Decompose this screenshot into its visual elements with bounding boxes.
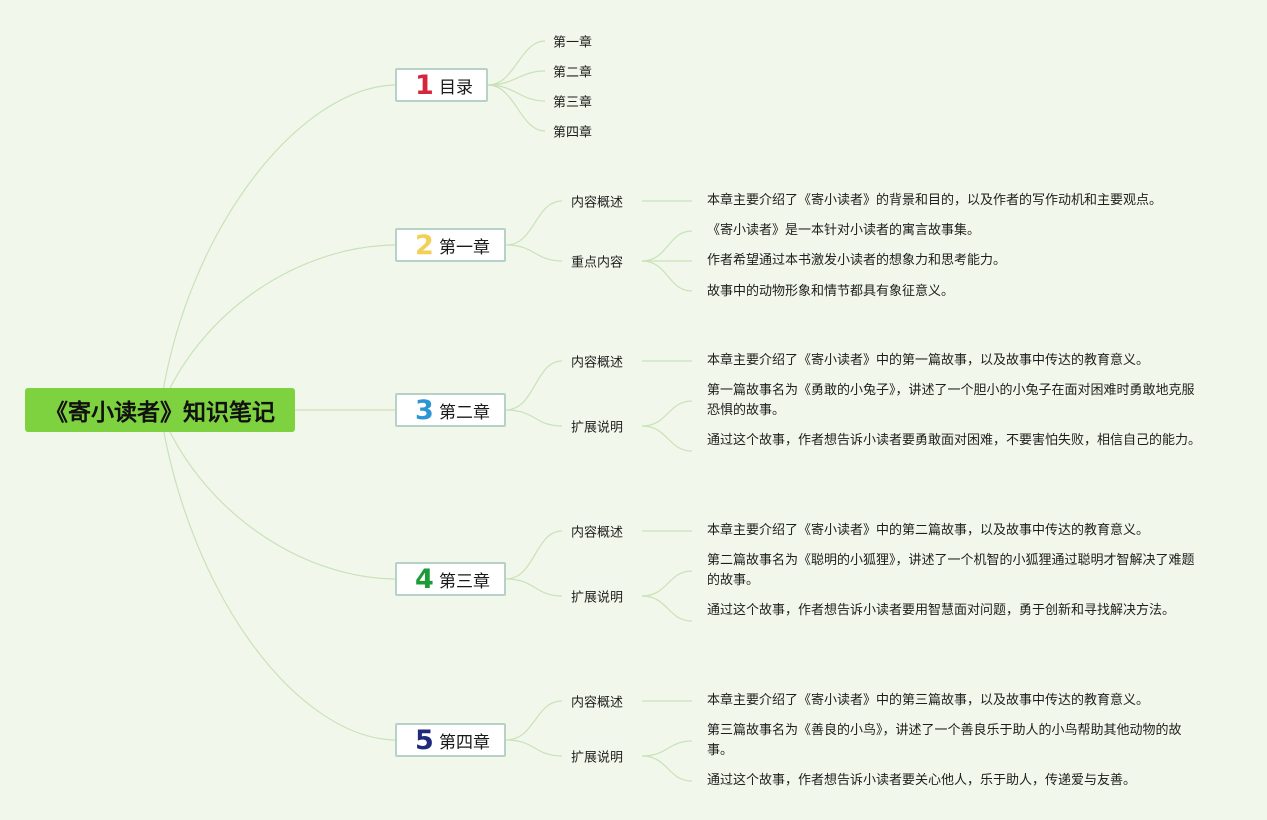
overview-label[interactable]: 内容概述 [571, 355, 624, 371]
detail-text: 第二篇故事名为《聪明的小狐狸》，讲述了一个机智的小狐狸通过聪明才智解决了难题的故… [707, 553, 1195, 588]
detail-text: 通过这个故事，作者想告诉小读者要用智慧面对问题，勇于创新和寻找解决方法。 [707, 603, 1176, 618]
overview-text: 本章主要介绍了《寄小读者》中的第一篇故事，以及故事中传达的教育意义。 [707, 353, 1150, 368]
detail-label[interactable]: 扩展说明 [571, 420, 624, 436]
toc-item[interactable]: 第四章 [553, 125, 593, 141]
number-4-icon: 4 [415, 563, 434, 595]
detail-label[interactable]: 扩展说明 [571, 590, 624, 606]
chapter-title: 第三章 [439, 571, 490, 592]
detail-text: 第一篇故事名为《勇敢的小兔子》，讲述了一个胆小的小兔子在面对困难时勇敢地克服恐惧… [707, 383, 1195, 418]
detail-text: 通过这个故事，作者想告诉小读者要勇敢面对困难，不要害怕失败，相信自己的能力。 [707, 433, 1202, 448]
detail-label[interactable]: 扩展说明 [571, 750, 624, 766]
root-title: 《寄小读者》知识笔记 [45, 400, 275, 426]
overview-label[interactable]: 内容概述 [571, 195, 624, 211]
chapter-title: 第二章 [439, 402, 490, 423]
overview-text: 本章主要介绍了《寄小读者》的背景和目的，以及作者的写作动机和主要观点。 [707, 193, 1163, 208]
number-2-icon: 2 [415, 229, 434, 261]
chapter-node-2[interactable]: 3 第二章 [395, 393, 506, 427]
chapter-node-1[interactable]: 2 第一章 [395, 228, 506, 262]
toc-title: 目录 [439, 77, 473, 98]
toc-node[interactable]: 1 目录 [395, 68, 488, 102]
detail-text: 通过这个故事，作者想告诉小读者要关心他人，乐于助人，传递爱与友善。 [707, 773, 1137, 788]
toc-item[interactable]: 第一章 [553, 35, 593, 51]
toc-item[interactable]: 第三章 [553, 95, 593, 111]
overview-text: 本章主要介绍了《寄小读者》中的第三篇故事，以及故事中传达的教育意义。 [707, 693, 1150, 708]
overview-text: 本章主要介绍了《寄小读者》中的第二篇故事，以及故事中传达的教育意义。 [707, 523, 1150, 538]
overview-label[interactable]: 内容概述 [571, 525, 624, 541]
detail-label[interactable]: 重点内容 [571, 255, 624, 271]
detail-text: 第三篇故事名为《善良的小鸟》，讲述了一个善良乐于助人的小鸟帮助其他动物的故事。 [707, 723, 1182, 758]
chapter-title: 第四章 [439, 732, 490, 753]
toc-item[interactable]: 第二章 [553, 65, 593, 81]
chapter-title: 第一章 [439, 237, 490, 258]
number-3-icon: 3 [415, 394, 434, 426]
number-1-icon: 1 [415, 69, 434, 101]
chapter-node-3[interactable]: 4 第三章 [395, 562, 506, 596]
root-node[interactable]: 《寄小读者》知识笔记 [25, 388, 295, 432]
detail-text: 作者希望通过本书激发小读者的想象力和思考能力。 [707, 253, 1007, 268]
chapter-node-4[interactable]: 5 第四章 [395, 723, 506, 757]
detail-text: 故事中的动物形象和情节都具有象征意义。 [707, 284, 955, 299]
number-5-icon: 5 [415, 724, 434, 756]
overview-label[interactable]: 内容概述 [571, 695, 624, 711]
detail-text: 《寄小读者》是一本针对小读者的寓言故事集。 [707, 223, 981, 238]
